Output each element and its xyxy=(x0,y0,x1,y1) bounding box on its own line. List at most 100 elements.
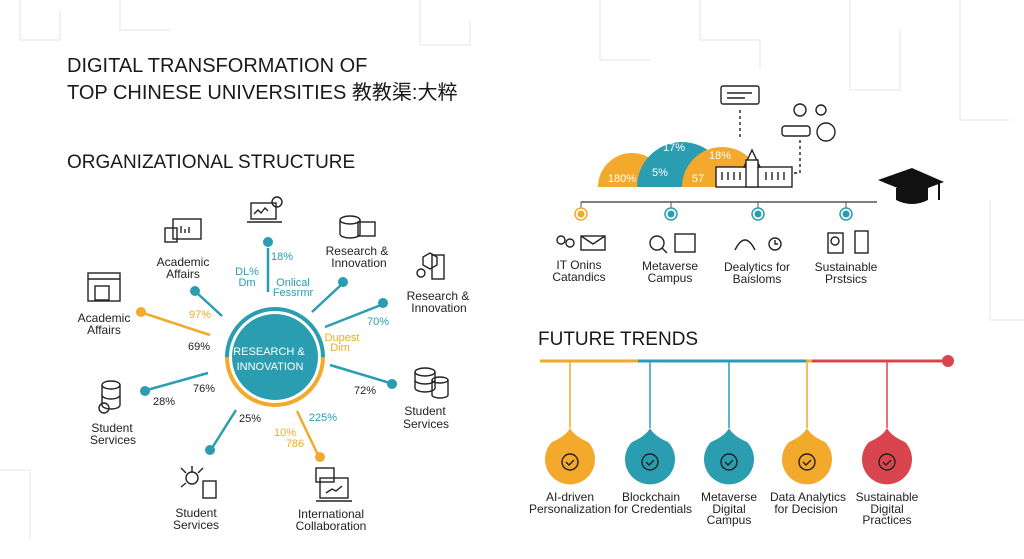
svg-text:Affairs: Affairs xyxy=(166,267,200,281)
svg-text:for Decision: for Decision xyxy=(774,502,837,516)
people-mail-icon xyxy=(556,235,606,251)
node-dot xyxy=(387,379,397,389)
trend-drop xyxy=(782,428,832,485)
settings-search-icon xyxy=(781,103,836,174)
trend-drop xyxy=(862,428,912,485)
svg-text:Dupest: Dupest xyxy=(325,332,360,344)
svg-text:97%: 97% xyxy=(189,309,211,321)
svg-text:Data Analytics: Data Analytics xyxy=(770,490,846,504)
node-dot xyxy=(136,307,146,317)
graduation-cap-icon xyxy=(878,168,944,204)
ai-face-icon xyxy=(561,453,579,471)
svg-text:INNOVATION: INNOVATION xyxy=(237,361,304,373)
circuit-background xyxy=(0,0,1024,540)
gear-icon xyxy=(720,453,738,471)
svg-text:Practices: Practices xyxy=(862,513,911,527)
svg-text:69%: 69% xyxy=(188,341,210,353)
trend-item[interactable] xyxy=(544,361,595,485)
document-tablet-icon xyxy=(827,230,869,254)
trend-items xyxy=(544,361,912,485)
svg-text:DL%: DL% xyxy=(235,266,259,278)
svg-text:Onlical: Onlical xyxy=(276,277,310,289)
node-dot xyxy=(263,237,273,247)
molecule-tablet-icon xyxy=(416,252,445,280)
svg-text:Campus: Campus xyxy=(648,271,693,285)
university-building-icon xyxy=(715,148,793,188)
top-item-icons xyxy=(556,230,869,254)
node-dot xyxy=(378,298,388,308)
svg-text:Innovation: Innovation xyxy=(331,256,386,270)
code-window-icon xyxy=(878,453,896,471)
trend-drop xyxy=(625,428,675,485)
svg-text:5%: 5% xyxy=(652,167,668,179)
svg-text:70%: 70% xyxy=(367,316,389,328)
svg-text:Research &: Research & xyxy=(326,244,389,258)
svg-text:Services: Services xyxy=(90,433,136,447)
svg-text:Fessrmr: Fessrmr xyxy=(273,287,314,299)
node-dot xyxy=(338,277,348,287)
svg-text:Metaverse: Metaverse xyxy=(701,490,757,504)
desktop-chart-icon xyxy=(164,218,202,243)
trend-item[interactable] xyxy=(862,361,912,485)
svg-text:RESEARCH &: RESEARCH & xyxy=(233,346,305,358)
svg-text:Student: Student xyxy=(91,421,133,435)
coin-stack-icon xyxy=(98,380,121,414)
center-hub[interactable]: RESEARCH & INNOVATION xyxy=(225,307,325,407)
node-dot xyxy=(205,445,215,455)
svg-text:18%: 18% xyxy=(271,251,293,263)
svg-text:Academic: Academic xyxy=(78,311,131,325)
svg-text:28%: 28% xyxy=(153,396,175,408)
svg-text:for Credentials: for Credentials xyxy=(614,502,692,516)
svg-text:Collaboration: Collaboration xyxy=(296,519,367,533)
trend-item[interactable] xyxy=(625,361,675,485)
search-screen-icon xyxy=(649,233,696,254)
graduation-blockchain-icon xyxy=(641,453,659,471)
svg-text:72%: 72% xyxy=(354,385,376,397)
trend-item[interactable] xyxy=(782,361,832,485)
svg-text:57: 57 xyxy=(692,173,704,185)
trend-drop xyxy=(704,428,754,485)
svg-text:AI-driven: AI-driven xyxy=(546,490,594,504)
laptop-analytics-icon xyxy=(315,467,352,502)
svg-text:Sustainable: Sustainable xyxy=(856,490,919,504)
svg-text:Services: Services xyxy=(403,417,449,431)
svg-text:Services: Services xyxy=(173,518,219,532)
svg-text:Student: Student xyxy=(404,404,446,418)
svg-text:Personalization: Personalization xyxy=(529,502,611,516)
svg-text:786: 786 xyxy=(286,438,304,450)
laptop-chart-icon xyxy=(247,196,283,223)
svg-text:Prstsics: Prstsics xyxy=(825,272,867,286)
spokes xyxy=(142,248,391,456)
svg-text:Dealytics for: Dealytics for xyxy=(724,260,790,274)
svg-text:Academic: Academic xyxy=(157,255,210,269)
svg-text:Dm: Dm xyxy=(238,277,255,289)
svg-text:Baisloms: Baisloms xyxy=(733,272,782,286)
svg-text:10%: 10% xyxy=(274,427,296,439)
top-timeline-nodes[interactable] xyxy=(574,202,853,221)
spoke-values: 18% DL% Dm Onlical Fessrmr 97% 69% 70% D… xyxy=(153,251,389,450)
svg-text:International: International xyxy=(298,507,364,521)
spoke-dots xyxy=(136,237,397,462)
node-dot xyxy=(190,286,200,296)
svg-text:25%: 25% xyxy=(239,413,261,425)
svg-text:Metaverse: Metaverse xyxy=(642,259,698,273)
browser-document-icon xyxy=(87,272,121,302)
svg-text:Campus: Campus xyxy=(707,513,752,527)
svg-text:Digital: Digital xyxy=(712,502,745,516)
alarm-icon xyxy=(798,453,816,471)
database-tablet-icon xyxy=(339,215,376,239)
title-line2: TOP CHINESE UNIVERSITIES 教教渠:大粹 xyxy=(67,81,457,104)
node-dot xyxy=(140,386,150,396)
svg-text:180%: 180% xyxy=(608,173,636,185)
svg-text:17%: 17% xyxy=(663,142,685,154)
network-tablet-icon xyxy=(180,466,217,499)
svg-text:18%: 18% xyxy=(709,150,731,162)
svg-text:Catandics: Catandics xyxy=(552,270,605,284)
trend-item[interactable] xyxy=(704,361,754,485)
svg-text:Digital: Digital xyxy=(870,502,903,516)
trend-drop xyxy=(544,428,595,485)
node-dot xyxy=(315,452,325,462)
